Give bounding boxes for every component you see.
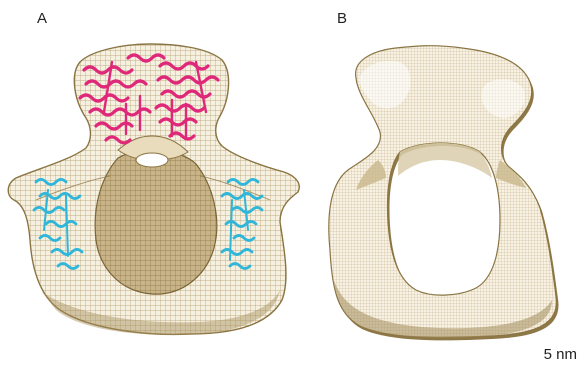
panel-a-neck-ring — [136, 153, 168, 167]
panel-a-inner-cavity — [95, 150, 217, 294]
panel-b-cross-section — [329, 46, 559, 341]
panel-a-structure — [0, 40, 300, 340]
